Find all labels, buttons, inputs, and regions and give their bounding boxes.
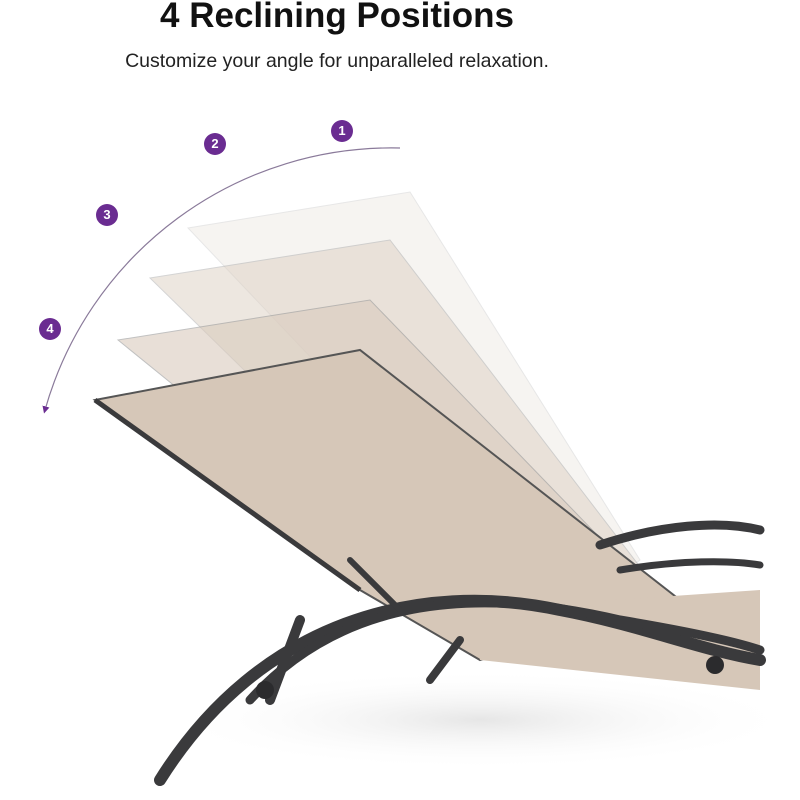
page-subtitle: Customize your angle for unparalleled re…	[125, 50, 549, 72]
seat	[470, 590, 760, 690]
page-title: 4 Reclining Positions	[160, 0, 514, 35]
recline-arc	[42, 147, 401, 414]
chair-frame	[154, 520, 766, 786]
position-badge-1: 1	[331, 120, 353, 142]
position-badge-2: 2	[204, 133, 226, 155]
position-badge-4: 4	[39, 318, 61, 340]
position-badge-3: 3	[96, 204, 118, 226]
